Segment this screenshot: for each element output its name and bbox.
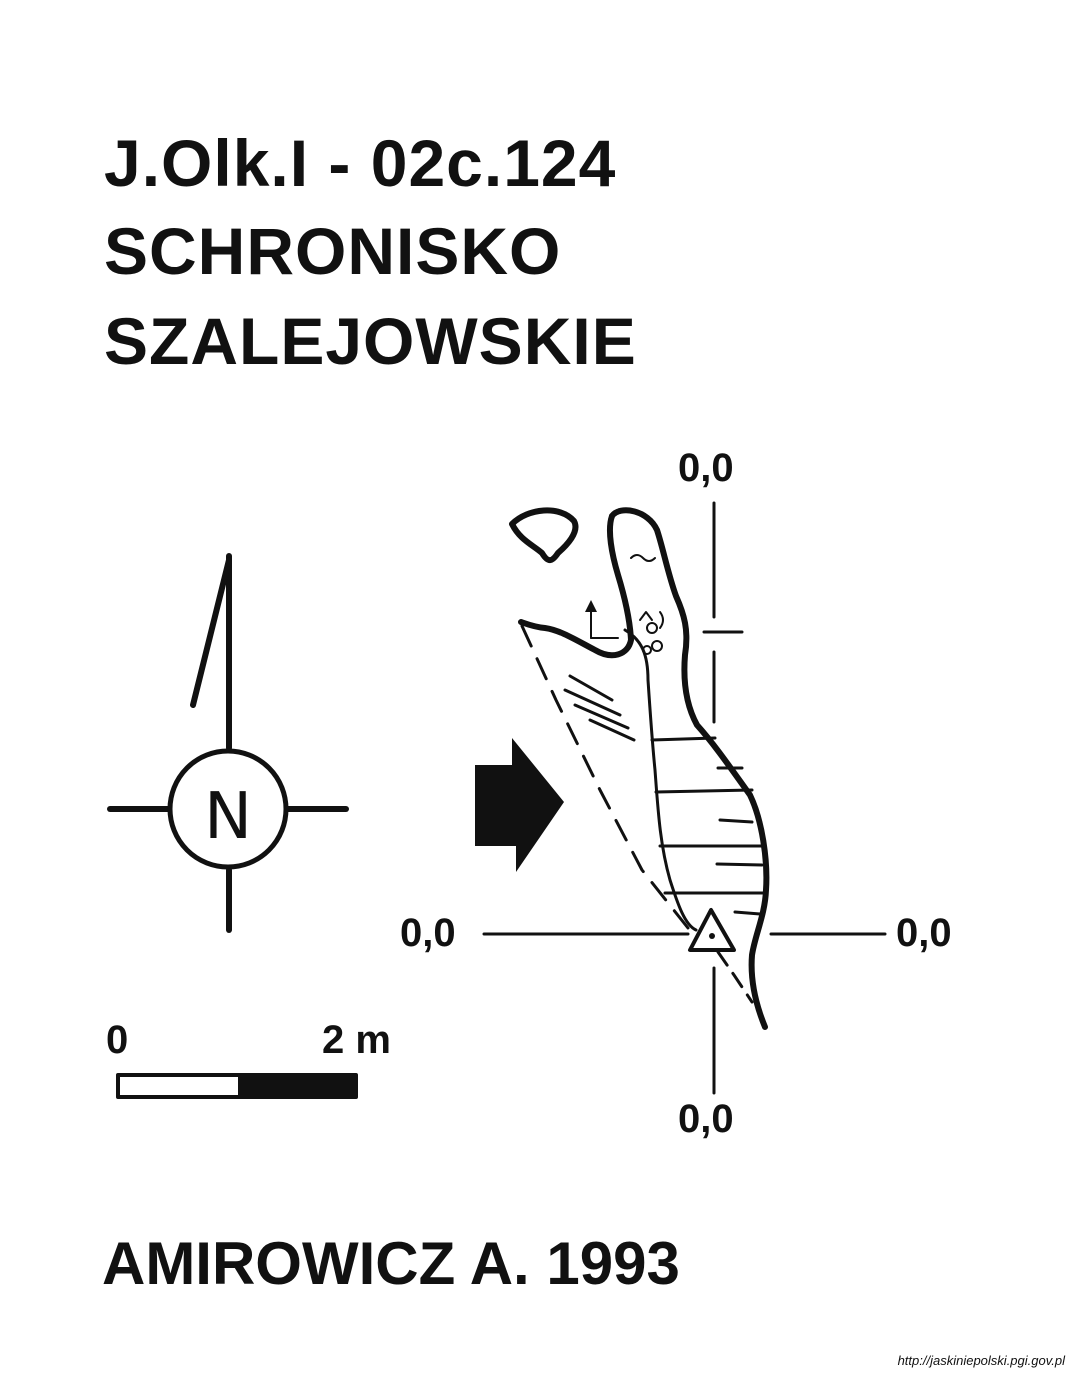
step-arrow-icon	[585, 600, 619, 639]
source-link[interactable]: http://jaskiniepolski.pgi.gov.pl	[897, 1353, 1065, 1368]
north-letter: N	[204, 780, 252, 854]
cave-wall-left	[518, 513, 634, 659]
cave-wall-right	[609, 507, 770, 1030]
north-arrow-icon: N	[107, 553, 349, 933]
datum-cross	[482, 501, 887, 1095]
datum-label-top: 0,0	[678, 446, 734, 490]
datum-label-bottom: 0,0	[678, 1097, 734, 1141]
water-symbol	[630, 554, 656, 562]
entrance-arrow-icon	[475, 738, 564, 872]
dripline-dashed-lower	[716, 950, 754, 1004]
rubble-symbols	[639, 611, 664, 655]
cave-name-line-2: SZALEJOWSKIE	[104, 304, 637, 378]
dripline-dashed	[520, 624, 690, 930]
datum-label-left: 0,0	[400, 911, 456, 955]
separate-outline	[509, 507, 579, 564]
cave-code-title: J.Olk.I - 02c.124	[104, 126, 617, 200]
cave-name-line-1: SCHRONISKO	[104, 214, 562, 288]
datum-label-right: 0,0	[896, 911, 952, 955]
scale-end-label: 2 m	[322, 1018, 391, 1062]
scale-start-label: 0	[106, 1018, 129, 1062]
datum-point-icon	[688, 908, 736, 952]
author-credit: AMIROWICZ A. 1993	[102, 1230, 680, 1297]
slope-hatching	[563, 674, 769, 916]
scale-bar	[116, 1073, 358, 1099]
